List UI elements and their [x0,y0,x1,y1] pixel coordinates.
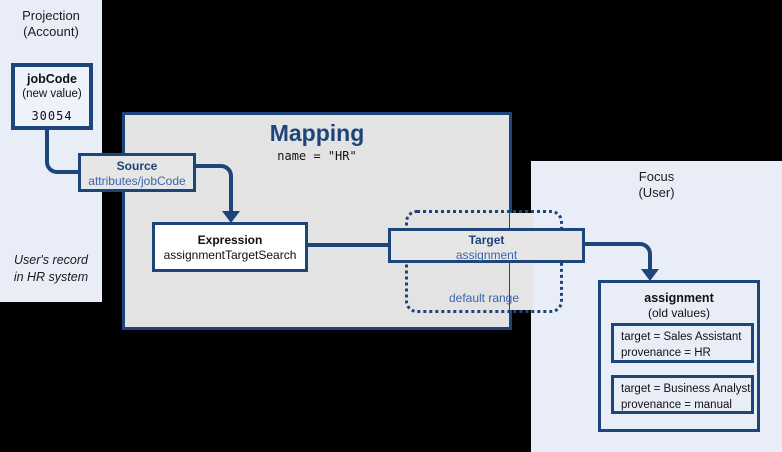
footnote-line2: in HR system [13,270,89,284]
projection-panel: Projection (Account) User's record in HR… [0,0,102,302]
focus-title-line1: Focus [638,169,675,184]
assignment-value-2-provenance: provenance = manual [621,399,732,411]
arrowhead-into-expression [222,211,240,223]
projection-footnote: User's record in HR system [0,252,102,286]
focus-title-line2: (User) [638,185,675,200]
assignment-value-1: target = Sales Assistant provenance = HR [611,323,754,363]
assignment-box: assignment (old values) target = Sales A… [598,280,760,432]
projection-title-line1: Projection [22,8,80,23]
expression-box: Expression assignmentTargetSearch [152,222,308,272]
assignment-title: assignment [644,291,714,305]
mapping-box: Mapping name = "HR" [122,112,512,330]
assignment-subtitle: (old values) [647,306,711,320]
projection-title-line2: (Account) [23,24,79,39]
source-path: attributes/jobCode [88,174,186,188]
arrowhead-into-assignment [641,269,659,281]
connector-expression-to-target [306,243,390,247]
assignment-value-2-target: target = Business Analyst [621,383,751,395]
jobcode-subtitle: (new value) [22,88,82,100]
jobcode-box: jobCode (new value) 30054 [11,63,93,130]
mapping-title: Mapping [269,120,365,146]
default-range-label: default range [448,291,520,305]
connector-source-to-expression [194,164,233,216]
jobcode-value: 30054 [31,109,73,123]
connector-target-to-assignment [583,242,652,272]
expression-evaluator: assignmentTargetSearch [163,248,297,262]
projection-panel-title: Projection (Account) [0,0,102,40]
footnote-line1: User's record [14,253,88,267]
mapping-name-expression: name = "HR" [277,149,357,163]
target-box: Target assignment [388,228,585,263]
source-title: Source [116,159,158,173]
target-path: assignment [455,248,518,262]
source-box: Source attributes/jobCode [78,153,196,192]
expression-title: Expression [197,233,263,247]
assignment-value-1-target: target = Sales Assistant [621,331,742,343]
jobcode-title: jobCode [27,72,77,86]
assignment-value-1-provenance: provenance = HR [621,347,711,359]
connector-jobcode-to-source [45,128,78,174]
focus-panel-title: Focus (User) [531,161,782,201]
target-title: Target [468,233,505,247]
assignment-value-2: target = Business Analyst provenance = m… [611,375,754,414]
